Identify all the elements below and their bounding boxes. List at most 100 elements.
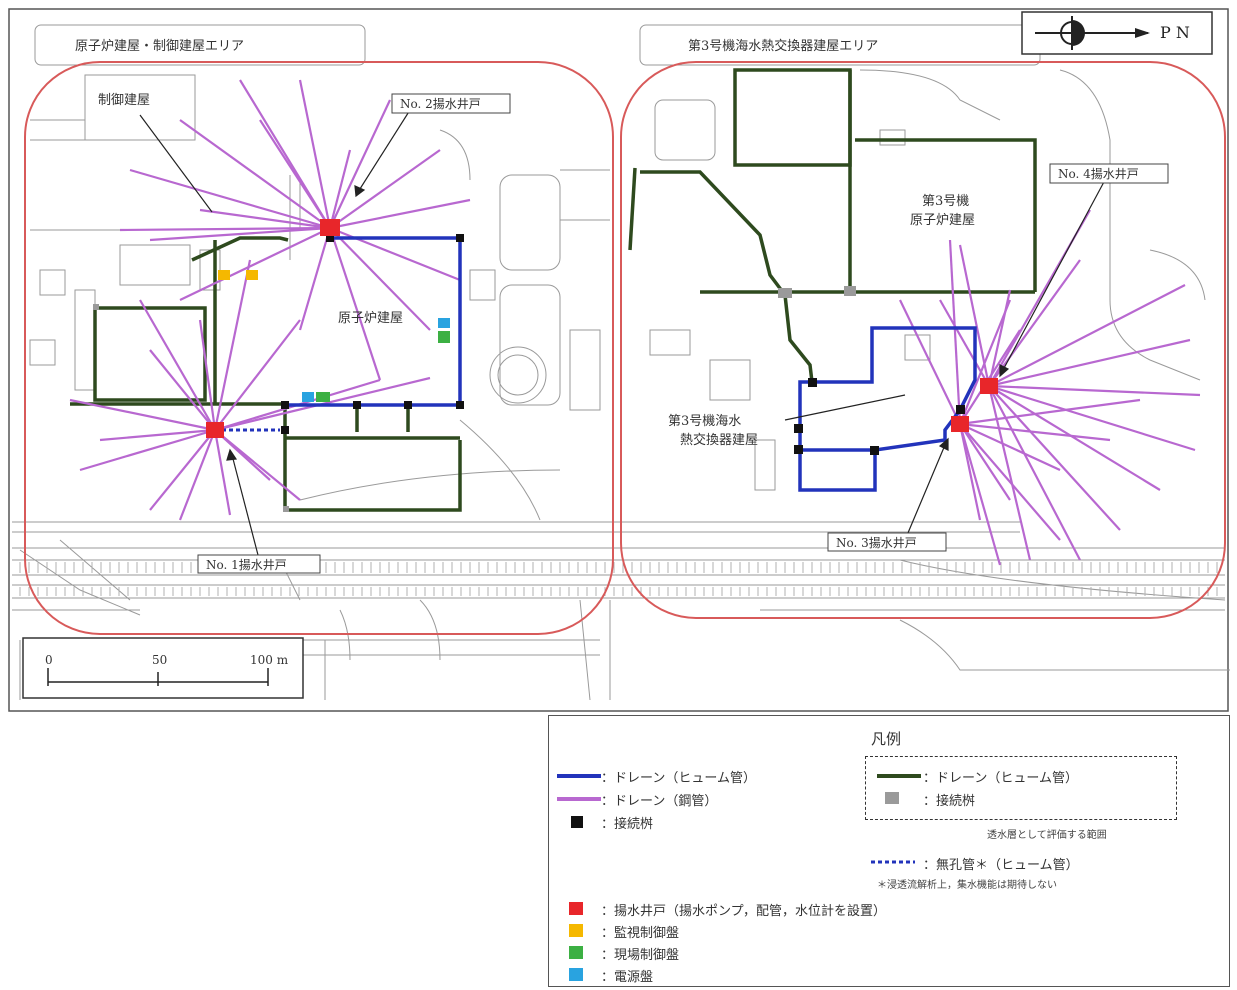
purple-drain-no1-10 <box>214 319 301 431</box>
unit3-reactor-label-2: 原子炉建屋 <box>910 213 975 228</box>
gray-junctions <box>93 286 856 512</box>
purple-drain-no2-9 <box>179 227 331 301</box>
well-no1-label: No. 1揚水井戸 <box>206 558 287 572</box>
purple-drain-no3-4 <box>959 423 1061 541</box>
purple-drain-no2-12 <box>329 227 431 331</box>
legend-gray-junction: ：接続桝 <box>923 794 976 809</box>
scale-tick-100: 100 m <box>250 653 289 667</box>
purple-drain-no2-7 <box>119 226 331 232</box>
purple-drain-no2-10 <box>199 208 331 230</box>
purple-drain-no2-3 <box>329 99 391 229</box>
well-no1 <box>206 422 224 438</box>
purple-drain-no2-2 <box>298 79 332 229</box>
purple-drain-no4-4 <box>988 384 1201 397</box>
north-arrow <box>1021 11 1213 55</box>
legend-power-panel: ：電源盤 <box>601 970 654 985</box>
legend-monitor-panel: ：監視制御盤 <box>601 926 680 941</box>
legend-blue-drain: ：ドレーン（ヒューム管） <box>601 771 756 786</box>
purple-drain-no1-2 <box>149 429 216 511</box>
purple-drain-no3-2 <box>958 299 1012 425</box>
permeable-range-box <box>865 756 1177 820</box>
purple-drain-no1-9 <box>213 259 252 431</box>
black-junctions <box>281 234 965 455</box>
purple-drain-no3-9 <box>959 398 1141 426</box>
purple-drain-no1-1 <box>79 428 216 472</box>
blue-drains <box>222 236 977 492</box>
site-map: P N 0 50 100 m 原子炉建屋・制御建屋エリア 第3号機海水熱交換器建… <box>8 8 1230 712</box>
field-panel-1 <box>438 331 450 343</box>
purple-drain-no2-14 <box>298 227 332 331</box>
monitor-panel-1 <box>218 270 230 280</box>
blue-drain-swatch <box>557 774 601 778</box>
purple-drain-no1-7 <box>139 299 216 431</box>
purple-drain-no2-5 <box>329 198 471 230</box>
power-panel-1 <box>438 318 450 328</box>
legend-well: ：揚水井戸（揚水ポンプ，配管，水位計を設置） <box>601 904 886 919</box>
legend-title: 凡例 <box>871 730 902 748</box>
north-label: P N <box>1160 23 1190 42</box>
purple-drain-no1-3 <box>178 429 217 521</box>
well-swatch <box>569 902 583 915</box>
scale-tick-50: 50 <box>152 653 167 667</box>
purple-drain-no2-0 <box>179 119 331 229</box>
purple-drain-no1-0 <box>69 398 216 432</box>
purple-drain-no4-6 <box>988 385 1161 491</box>
well-no3-label: No. 3揚水井戸 <box>836 536 917 550</box>
unit3-reactor-label-1: 第3号機 <box>922 194 969 209</box>
scale-bar <box>22 637 304 699</box>
purple-drain-no2-4 <box>329 149 441 229</box>
well-label-boxes <box>197 93 1169 574</box>
unit3-hx-label-1: 第3号機海水 <box>668 414 741 429</box>
field-panel-2 <box>316 392 330 402</box>
leader-lines <box>139 109 1106 556</box>
permeable-range-note: 透水層として評価する範囲 <box>987 830 1107 841</box>
purple-drain-no4-2 <box>988 284 1186 387</box>
purple-drain-no4-9 <box>987 385 1032 561</box>
purple-drain-no1-13 <box>214 429 271 481</box>
nonperf-pipe-swatch <box>871 860 915 864</box>
purple-drains <box>69 79 1201 566</box>
purple-drain-no4-7 <box>988 385 1121 531</box>
well-no4 <box>980 378 998 394</box>
background-drawing <box>19 24 1230 701</box>
well-no2 <box>320 219 340 236</box>
unit3-hx-label-2: 熱交換器建屋 <box>680 432 758 448</box>
power-panel-2 <box>302 392 314 402</box>
rail-ties <box>19 562 1218 596</box>
purple-drain-no3-1 <box>948 239 962 425</box>
gray-junction-swatch <box>885 792 899 804</box>
purple-drain-no3-7 <box>959 423 1011 501</box>
legend-field-panel: ：現場制御盤 <box>601 948 680 963</box>
purple-drain-no2-8 <box>149 226 331 242</box>
area-outline-reactor <box>24 61 614 635</box>
legend-purple-drain: ：ドレーン（鋼管） <box>601 794 718 809</box>
purple-drain-swatch <box>557 797 601 801</box>
purple-drain-no3-10 <box>959 329 1021 425</box>
legend: 凡例 ：ドレーン（ヒューム管） ：ドレーン（鋼管） ：接続桝 ：ドレーン（ヒュー… <box>548 715 1230 987</box>
control-building-label: 制御建屋 <box>98 93 150 108</box>
purple-drain-no3-8 <box>959 423 1061 471</box>
reactor-building-label: 原子炉建屋 <box>338 311 403 326</box>
purple-drain-no1-6 <box>149 349 216 431</box>
purple-drain-no3-6 <box>958 423 982 521</box>
well-no2-label: No. 2揚水井戸 <box>400 97 481 111</box>
scale-tick-0: 0 <box>45 653 53 667</box>
black-junction-swatch <box>571 816 583 828</box>
area-outline-unit3 <box>620 61 1226 619</box>
well-no4-label: No. 4揚水井戸 <box>1058 167 1139 181</box>
purple-drain-no2-11 <box>328 227 382 381</box>
well-no3 <box>951 416 969 432</box>
field-panel-swatch <box>569 946 583 959</box>
purple-drain-no1-8 <box>198 319 217 431</box>
purple-drain-no4-3 <box>988 338 1191 388</box>
green-drains-right <box>628 68 1037 383</box>
purple-drain-no2-16 <box>259 119 331 229</box>
power-panel-swatch <box>569 968 583 981</box>
area-label-unit3: 第3号機海水熱交換器建屋エリア <box>688 38 878 54</box>
monitor-panel-2 <box>246 270 258 280</box>
purple-drain-no4-1 <box>988 259 1081 387</box>
legend-green-drain: ：ドレーン（ヒューム管） <box>923 771 1078 786</box>
purple-drain-no2-6 <box>129 168 331 230</box>
legend-black-junction: ：接続桝 <box>601 817 654 832</box>
legend-nonperf-pipe: ：無孔管＊（ヒューム管） <box>923 858 1079 873</box>
